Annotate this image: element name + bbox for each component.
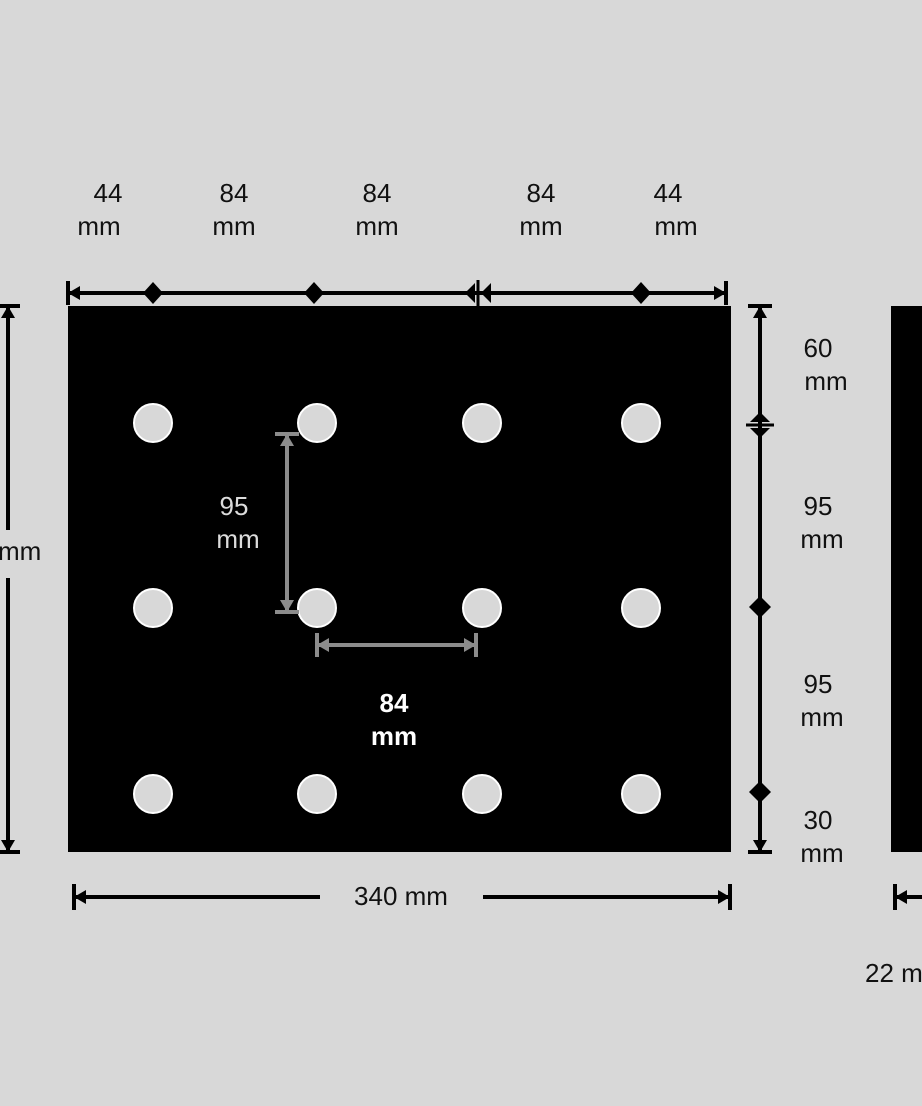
top-dim-5-unit: mm bbox=[654, 211, 697, 241]
mounting-hole-r2-c2 bbox=[297, 588, 337, 628]
top-dim-4-value: 84 bbox=[527, 178, 556, 208]
top-dim-3-unit: mm bbox=[355, 211, 398, 241]
mounting-hole-r1-c1 bbox=[133, 403, 173, 443]
top-dim-2-unit: mm bbox=[212, 211, 255, 241]
mounting-hole-r3-c4 bbox=[621, 774, 661, 814]
right-dim-3-value: 95 bbox=[804, 669, 833, 699]
top-dim-2-value: 84 bbox=[220, 178, 249, 208]
top-dim-3-value: 84 bbox=[363, 178, 392, 208]
mounting-plate bbox=[68, 306, 731, 852]
hole-grid bbox=[133, 403, 661, 814]
right-dimension-labels: 60 mm 95 mm 95 mm 30 mm bbox=[800, 333, 847, 868]
top-dimension-chain bbox=[66, 280, 728, 306]
inner-vertical-value: 95 bbox=[220, 491, 249, 521]
top-dim-4-unit: mm bbox=[519, 211, 562, 241]
top-dimension-labels: 44 mm 84 mm 84 mm 84 mm 44 mm bbox=[77, 178, 697, 241]
right-dim-3-unit: mm bbox=[800, 702, 843, 732]
mounting-hole-r3-c1 bbox=[133, 774, 173, 814]
thickness-dimension: 22 m bbox=[865, 884, 922, 988]
plate-side-profile bbox=[891, 306, 922, 852]
height-dimension: mm bbox=[0, 304, 41, 854]
mounting-hole-r2-c3 bbox=[462, 588, 502, 628]
right-dim-1-unit: mm bbox=[804, 366, 847, 396]
right-dim-4-unit: mm bbox=[800, 838, 843, 868]
top-dim-1-value: 44 bbox=[94, 178, 123, 208]
width-dimension: 340 mm bbox=[72, 881, 732, 911]
height-label: mm bbox=[0, 536, 41, 566]
right-dimension-chain bbox=[746, 304, 774, 854]
thickness-label: 22 m bbox=[865, 958, 922, 988]
mounting-hole-r1-c4 bbox=[621, 403, 661, 443]
inner-vertical-unit: mm bbox=[216, 524, 259, 554]
right-dim-2-unit: mm bbox=[800, 524, 843, 554]
right-dim-1-value: 60 bbox=[804, 333, 833, 363]
inner-horizontal-unit: mm bbox=[371, 721, 417, 751]
top-dim-5-value: 44 bbox=[654, 178, 683, 208]
mounting-hole-r1-c3 bbox=[462, 403, 502, 443]
right-dim-4-value: 30 bbox=[804, 805, 833, 835]
top-dim-1-unit: mm bbox=[77, 211, 120, 241]
mounting-hole-r3-c2 bbox=[297, 774, 337, 814]
inner-horizontal-value: 84 bbox=[380, 688, 409, 718]
inner-horizontal-spacing: 84 mm bbox=[315, 633, 478, 751]
width-label: 340 mm bbox=[354, 881, 448, 911]
right-dim-2-value: 95 bbox=[804, 491, 833, 521]
mounting-hole-r2-c1 bbox=[133, 588, 173, 628]
mounting-hole-r2-c4 bbox=[621, 588, 661, 628]
mounting-hole-r3-c3 bbox=[462, 774, 502, 814]
mounting-hole-r1-c2 bbox=[297, 403, 337, 443]
inner-vertical-spacing: 95 mm bbox=[216, 432, 299, 614]
